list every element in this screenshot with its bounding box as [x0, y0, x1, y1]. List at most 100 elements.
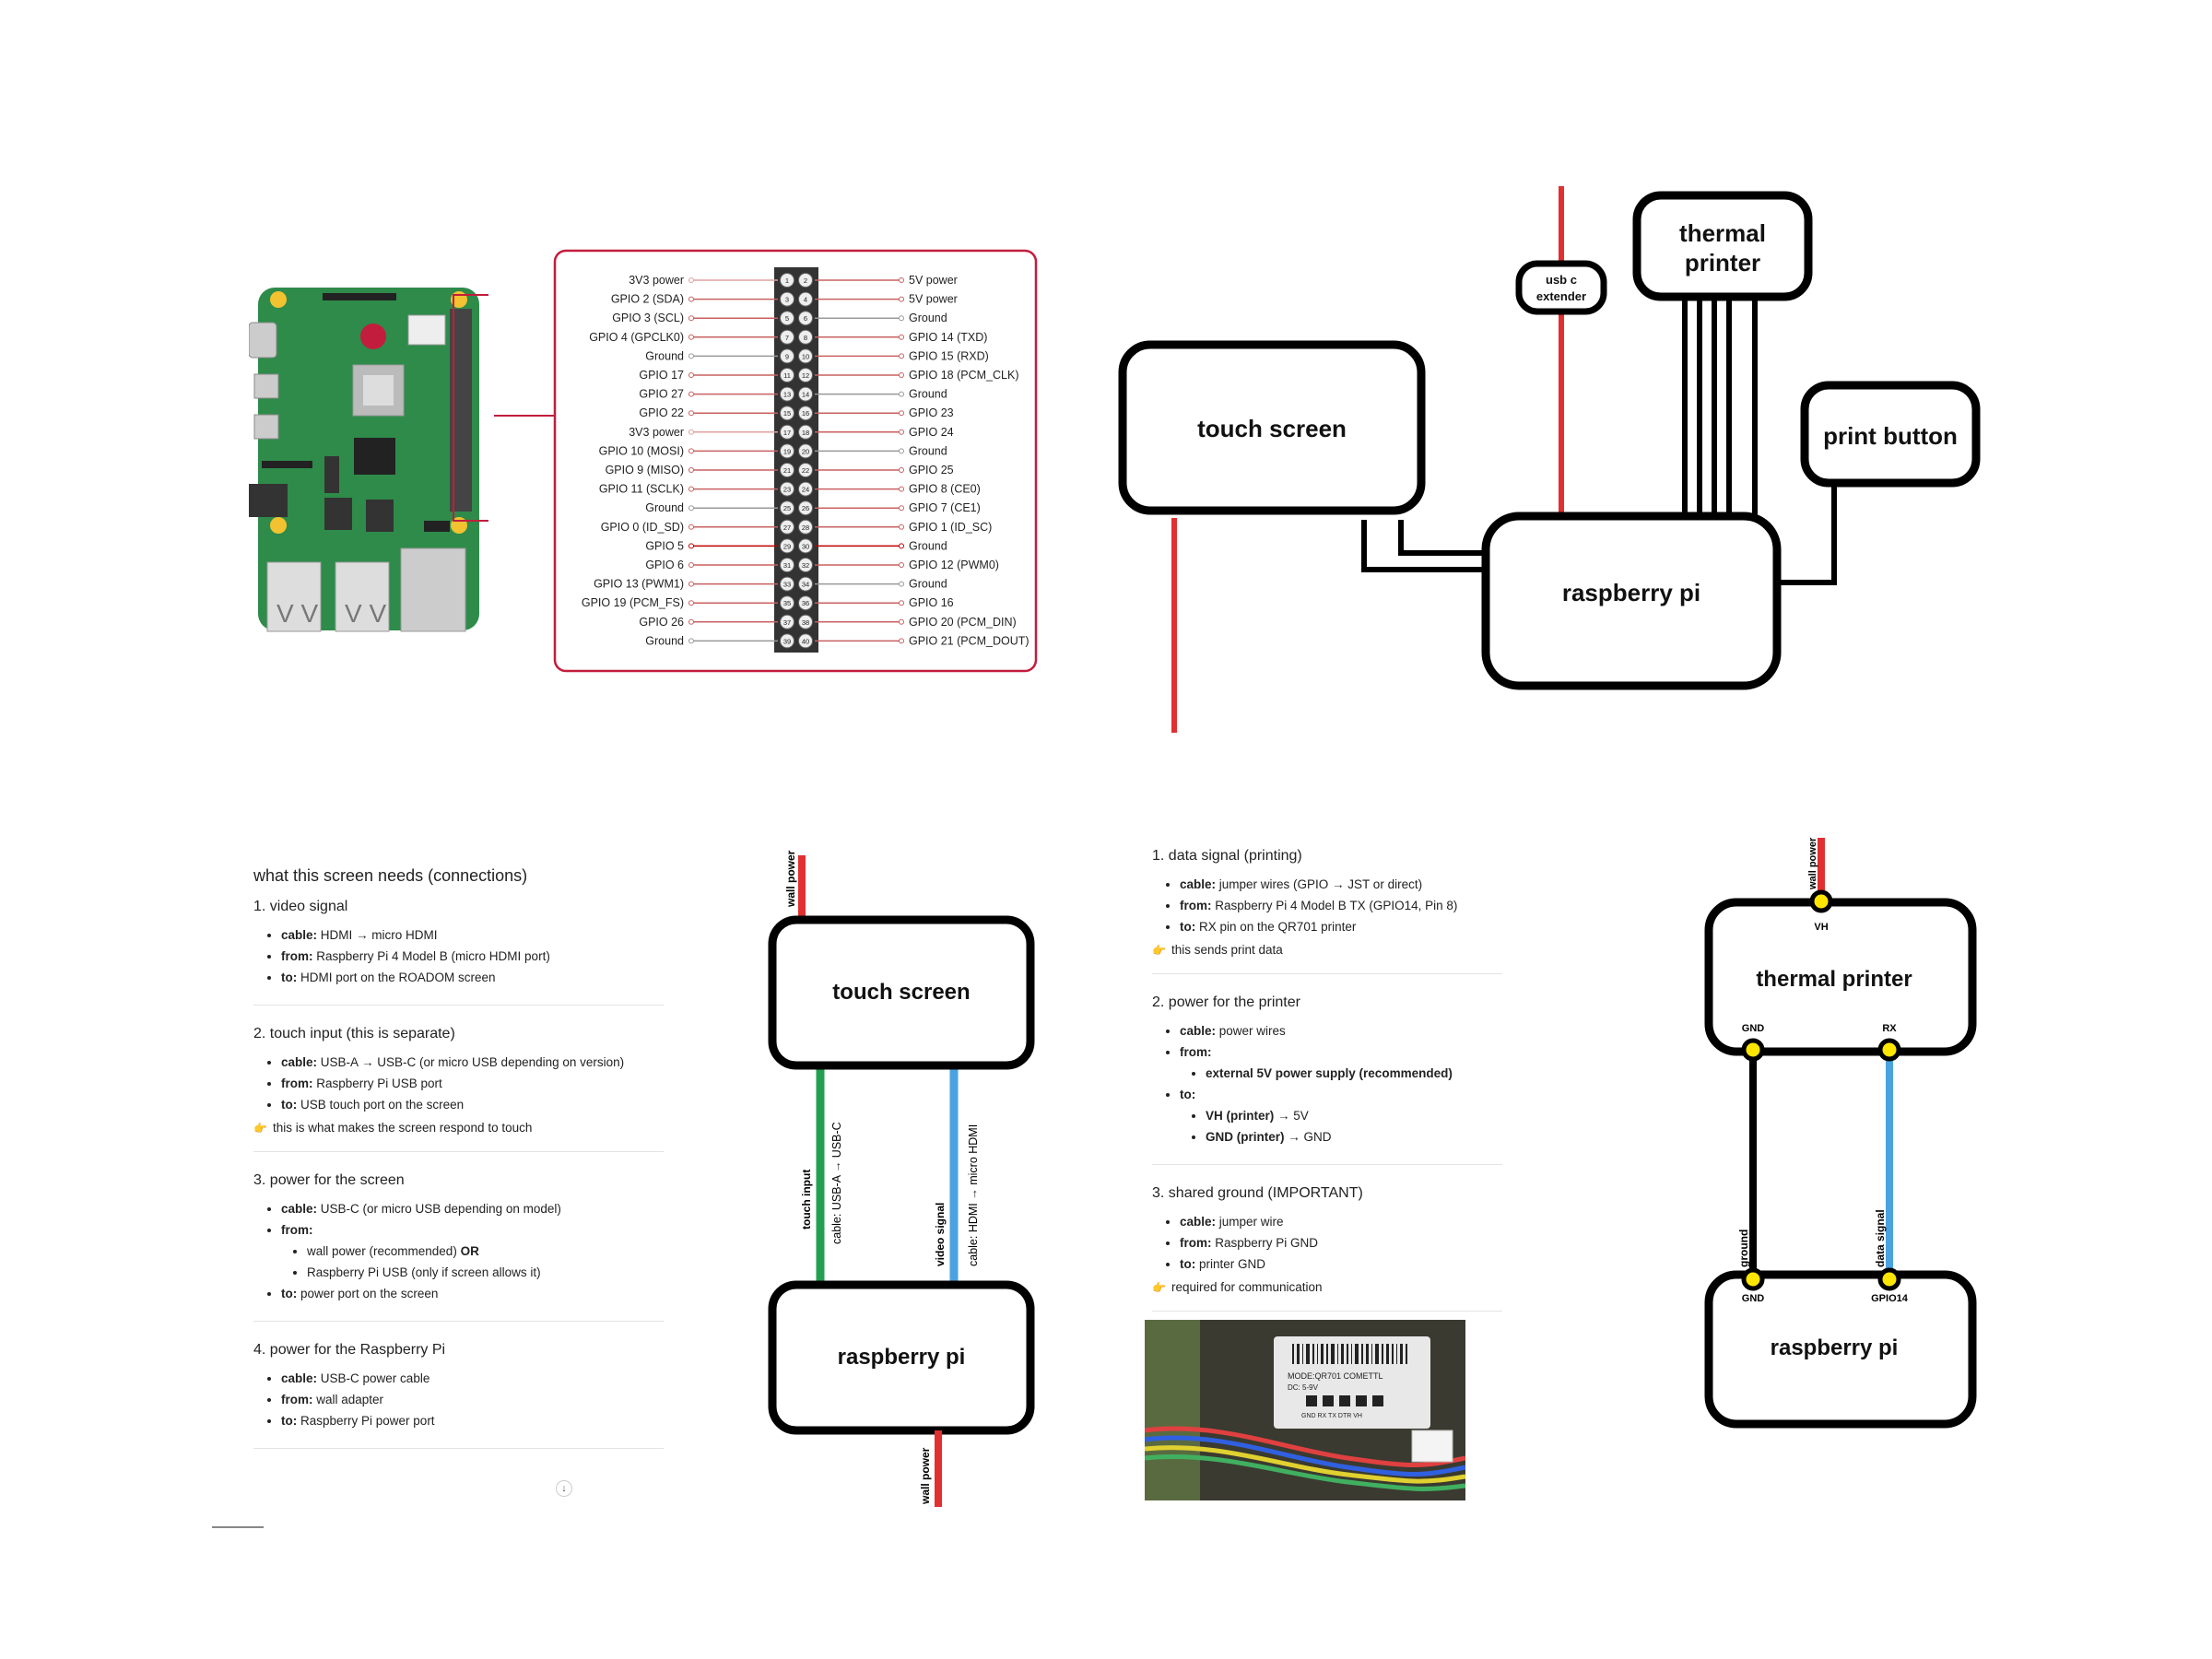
pin-label-left: GPIO 6	[645, 559, 684, 571]
note-item: cable: USB-C (or micro USB depending on …	[281, 1198, 664, 1219]
section-divider	[1152, 973, 1502, 974]
pin-odd	[780, 500, 794, 516]
note-item: from: Raspberry Pi USB port	[281, 1073, 664, 1094]
pin-label-left: GPIO 3 (SCL)	[612, 312, 684, 324]
wall-power-top-label: wall power	[784, 850, 797, 908]
pin-label-left: GPIO 2 (SDA)	[611, 293, 684, 306]
pin-even	[798, 329, 813, 345]
pin-odd	[780, 481, 794, 497]
pin-label-left: GPIO 13 (PWM1)	[594, 578, 684, 591]
pin-number: 24	[802, 486, 809, 494]
pin-number: 34	[802, 581, 809, 589]
vh-terminal	[1809, 889, 1833, 913]
pin-even	[798, 595, 813, 611]
pin-odd	[780, 311, 794, 326]
pin-label-right: Ground	[909, 388, 947, 401]
pin-dot-left	[688, 638, 694, 644]
pin-even	[798, 406, 813, 421]
pin-dot-right	[899, 391, 904, 397]
note-section-heading: 1. data signal (printing)	[1152, 848, 1302, 864]
pin-number: 19	[783, 447, 791, 455]
screen-wire-1	[1361, 520, 1489, 572]
pin-label-right: Ground	[909, 312, 947, 324]
pin-odd	[780, 329, 794, 345]
pin-number: 12	[802, 371, 809, 380]
printer-photo: MODE:QR701 COMETTL DC: 5-9V GND RX TX DT…	[1145, 1320, 1465, 1500]
note-tip: required for communication	[1152, 1280, 1502, 1294]
pin-label-right: GPIO 23	[909, 406, 954, 419]
touch-screen-box	[1118, 340, 1426, 515]
pin-label-right: 5V power	[909, 293, 958, 306]
pin-label-right: GPIO 8 (CE0)	[909, 483, 981, 496]
svg-text:V V: V V	[345, 599, 386, 628]
note-subitem: Raspberry Pi USB (only if screen allows …	[307, 1262, 664, 1283]
pin-number: 29	[783, 542, 791, 550]
pin-dot-right	[899, 505, 904, 512]
pin-dot-left	[688, 448, 694, 454]
scroll-down-button[interactable]: ↓	[556, 1480, 572, 1497]
pin-odd	[780, 406, 794, 421]
pin-number: 14	[802, 391, 809, 399]
pin-label-right: GPIO 18 (PCM_CLK)	[909, 369, 1018, 382]
pin-label-right: GPIO 21 (PCM_DOUT)	[909, 634, 1030, 647]
pin-even	[798, 386, 813, 402]
pin-number: 39	[783, 637, 791, 645]
wiring-diagram-overview: touch screen usb c extender thermal prin…	[1118, 186, 1981, 733]
pin-number: 2	[804, 276, 807, 285]
pin-number: 11	[783, 371, 791, 380]
section-divider	[1152, 1311, 1502, 1312]
pin-odd	[780, 558, 794, 572]
pin-number: 25	[783, 504, 791, 512]
usb-c-extender-box	[1515, 260, 1607, 315]
pin-number: 13	[783, 391, 791, 399]
pin-number: 17	[783, 429, 791, 437]
pin-dot-left	[688, 505, 694, 512]
pin-label-left: GPIO 27	[639, 388, 684, 401]
note-section: 3. power for the screencable: USB-C (or …	[253, 1172, 664, 1304]
printer-wiring-diagram: wall power ground data signal thermal pr…	[1704, 837, 1977, 1429]
pin-dot-left	[688, 372, 694, 378]
note-section-heading: 2. touch input (this is separate)	[253, 1026, 455, 1041]
touch-screen-label: touch screen	[1197, 415, 1347, 442]
pin-label-left: GPIO 22	[639, 406, 684, 419]
pin-label-left: GPIO 10 (MOSI)	[599, 444, 684, 457]
pin-number: 35	[783, 599, 791, 607]
photo-pin-labels: GND RX TX DTR VH	[1301, 1413, 1362, 1419]
section-divider	[253, 1448, 664, 1449]
note-item: to: HDMI port on the ROADOM screen	[281, 967, 664, 988]
pin-label-left: GPIO 4 (GPCLK0)	[589, 331, 684, 344]
notes-title: what this screen needs (connections)	[253, 866, 528, 885]
pin-even	[798, 614, 813, 629]
pin-number: 26	[802, 504, 809, 512]
pin-even	[798, 481, 813, 497]
pin-number: 1	[785, 276, 789, 285]
wall-power-label: wall power	[1807, 837, 1818, 890]
pin-number: 15	[783, 409, 791, 418]
note-subitem: VH (printer) → 5V	[1206, 1105, 1502, 1126]
pin-number: 16	[802, 409, 809, 418]
pin-dot-left	[688, 334, 694, 340]
pin-dot-right	[899, 467, 904, 473]
pin-label-right: Ground	[909, 578, 947, 591]
note-item: from: wall adapter	[281, 1389, 664, 1410]
video-signal-label: video signal	[934, 1203, 947, 1266]
pin-odd	[780, 386, 794, 402]
pin-number: 40	[802, 637, 809, 645]
gpio14-label: GPIO14	[1871, 1293, 1909, 1304]
pin-number: 31	[783, 561, 791, 570]
pin-label-right: GPIO 24	[909, 426, 954, 439]
pin-dot-right	[899, 618, 904, 625]
pin-odd	[780, 538, 794, 554]
pin-dot-left	[688, 486, 694, 492]
gnd-top-terminal	[1741, 1038, 1765, 1062]
pin-number: 21	[783, 466, 791, 475]
note-section-heading: 2. power for the printer	[1152, 994, 1300, 1010]
pin-even	[798, 558, 813, 572]
pin-header	[774, 267, 818, 653]
pin-dot-right	[899, 524, 904, 530]
pin-number: 3	[785, 296, 789, 304]
pin-number: 38	[802, 618, 809, 627]
note-item: from: Raspberry Pi 4 Model B (micro HDMI…	[281, 946, 664, 967]
touch-screen-box	[768, 915, 1035, 1070]
